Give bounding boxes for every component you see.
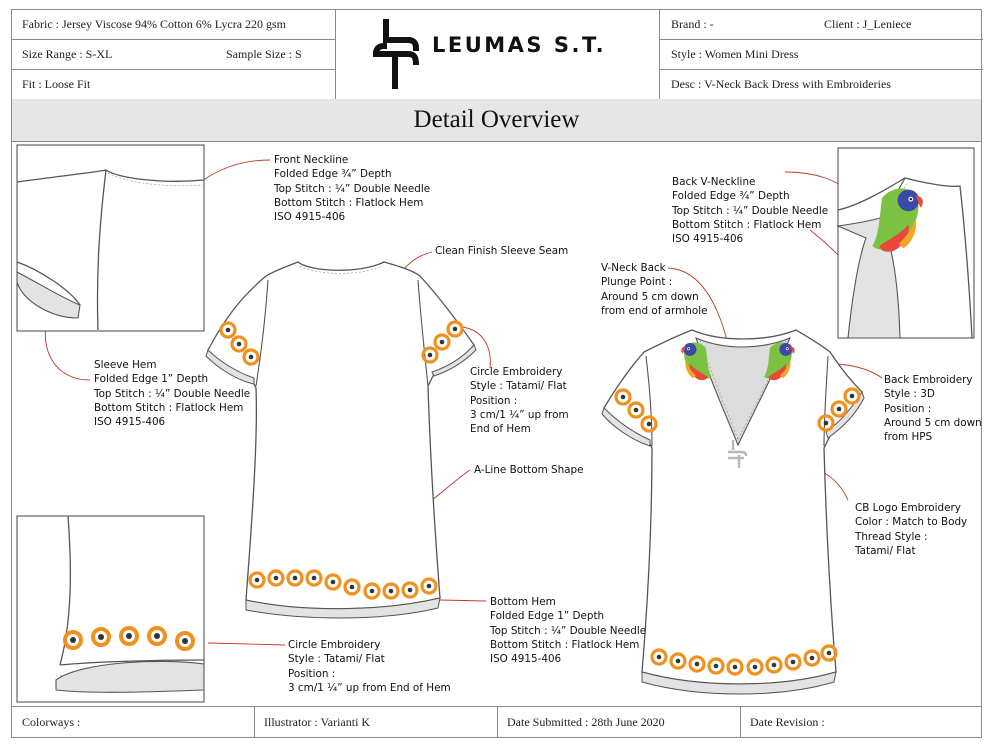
brand-field: Brand : - (671, 17, 714, 31)
size-range-field: Size Range : S-XL (22, 47, 113, 61)
fabric-field: Fabric : Jersey Viscose 94% Cotton 6% Ly… (22, 17, 287, 31)
header-row-line (659, 69, 983, 70)
annotation-v-neck-back: V-Neck Back Plunge Point : Around 5 cm d… (601, 261, 707, 318)
annotation-line: Folded Edge 1” Depth (490, 610, 605, 623)
annotation-line: Folded Edge ¾” Depth (274, 168, 392, 181)
annotation-line: Top Stitch : ¼” Double Needle (490, 624, 647, 637)
header-row-line (659, 39, 983, 40)
header-row-line (12, 69, 335, 70)
annotation-line: ISO 4915-406 (94, 416, 166, 429)
back-neckline-detail-box (835, 147, 975, 339)
annotation-line: A-Line Bottom Shape (474, 464, 584, 476)
brand-logo-mark-icon (372, 19, 420, 89)
annotation-line: Sleeve Hem (94, 359, 157, 371)
tech-pack-sheet: Fabric : Jersey Viscose 94% Cotton 6% Ly… (11, 9, 983, 738)
annotation-circle-embroidery-sleeve: Circle Embroidery Style : Tatami/ Flat P… (470, 365, 569, 436)
annotation-line: ISO 4915-406 (490, 653, 562, 666)
header-row-line (12, 39, 335, 40)
sleeve-detail-box (16, 144, 205, 332)
annotation-line: 3 cm/1 ¼” up from End of Hem (288, 681, 451, 694)
header-divider-right (659, 10, 660, 99)
front-dress-drawing (205, 261, 477, 619)
annotation-line: Clean Finish Sleeve Seam (435, 245, 569, 257)
annotation-line: Circle Embroidery (288, 639, 381, 651)
annotation-line: Bottom Stitch : Flatlock Hem (94, 401, 244, 414)
annotation-line: Position : (470, 394, 518, 407)
annotation-line: Bottom Stitch : Flatlock Hem (490, 638, 640, 651)
annotation-line: Bottom Stitch : Flatlock Hem (274, 196, 424, 209)
style-field: Style : Women Mini Dress (671, 47, 799, 61)
annotation-clean-finish: Clean Finish Sleeve Seam (435, 244, 568, 258)
annotation-cb-logo: CB Logo Embroidery Color : Match to Body… (855, 501, 967, 558)
brand-logo-text: LEUMAS S.T. (432, 33, 607, 57)
annotation-line: Top Stitch : ¼” Double Needle (672, 204, 829, 217)
cb-logo-embroidery-icon (728, 440, 748, 468)
annotation-line: End of Hem (470, 423, 531, 436)
annotation-line: Style : Tatami/ Flat (288, 653, 385, 666)
date-revision-field: Date Revision : (750, 715, 825, 729)
annotation-line: Bottom Stitch : Flatlock Hem (672, 218, 822, 231)
annotation-line: Top Stitch : ¼” Double Needle (94, 387, 251, 400)
annotation-front-neckline: Front Neckline Folded Edge ¾” Depth Top … (274, 153, 430, 224)
annotation-line: Folded Edge ¾” Depth (672, 190, 790, 203)
footer-divider (740, 707, 741, 738)
footer-divider (497, 707, 498, 738)
annotation-line: from end of armhole (601, 304, 708, 317)
annotation-back-v-neckline: Back V-Neckline Folded Edge ¾” Depth Top… (672, 175, 828, 246)
fit-field: Fit : Loose Fit (22, 77, 91, 91)
annotation-line: Around 5 cm down (884, 416, 982, 429)
annotation-a-line: A-Line Bottom Shape (474, 463, 584, 477)
annotation-back-embroidery: Back Embroidery Style : 3D Position : Ar… (884, 373, 982, 444)
annotation-line: Style : Tatami/ Flat (470, 380, 567, 393)
illustrator-field: Illustrator : Varianti K (264, 715, 371, 729)
annotation-line: Tatami/ Flat (855, 544, 916, 557)
annotation-sleeve-hem: Sleeve Hem Folded Edge 1” Depth Top Stit… (94, 358, 250, 429)
annotation-bottom-hem: Bottom Hem Folded Edge 1” Depth Top Stit… (490, 595, 646, 666)
footer-divider (254, 707, 255, 738)
annotation-line: Around 5 cm down (601, 290, 699, 303)
sample-size-field: Sample Size : S (226, 47, 302, 61)
annotation-line: V-Neck Back (601, 262, 666, 274)
annotation-line: Thread Style : (855, 530, 928, 543)
hem-detail-box (16, 515, 205, 703)
annotation-line: Plunge Point : (601, 276, 673, 289)
annotation-line: Position : (288, 667, 336, 680)
annotation-line: Back Embroidery (884, 374, 973, 386)
annotation-line: ISO 4915-406 (672, 233, 744, 246)
annotation-line: Color : Match to Body (855, 516, 968, 529)
page-title: Detail Overview (12, 99, 981, 142)
colorways-field: Colorways : (22, 715, 81, 729)
client-field: Client : J_Leniece (824, 17, 912, 31)
annotation-line: Back V-Neckline (672, 176, 756, 188)
annotation-line: Top Stitch : ¼” Double Needle (274, 182, 431, 195)
desc-field: Desc : V-Neck Back Dress with Embroideri… (671, 77, 891, 91)
header-divider-left (335, 10, 336, 99)
annotation-line: CB Logo Embroidery (855, 502, 961, 514)
back-dress-drawing (601, 329, 865, 695)
annotation-line: Front Neckline (274, 154, 349, 166)
header-block: Fabric : Jersey Viscose 94% Cotton 6% Ly… (12, 10, 983, 100)
date-submitted-field: Date Submitted : 28th June 2020 (507, 715, 665, 729)
annotation-line: 3 cm/1 ¼” up from (470, 408, 569, 421)
annotation-circle-embroidery-hem: Circle Embroidery Style : Tatami/ Flat P… (288, 638, 451, 695)
annotation-line: Bottom Hem (490, 596, 556, 608)
annotation-line: Folded Edge 1” Depth (94, 373, 209, 386)
annotation-line: ISO 4915-406 (274, 211, 346, 224)
annotation-line: Style : 3D (884, 388, 935, 401)
footer-block: Colorways : Illustrator : Varianti K Dat… (12, 706, 981, 738)
annotation-line: Circle Embroidery (470, 366, 563, 378)
annotation-line: from HPS (884, 431, 933, 444)
annotation-line: Position : (884, 402, 932, 415)
